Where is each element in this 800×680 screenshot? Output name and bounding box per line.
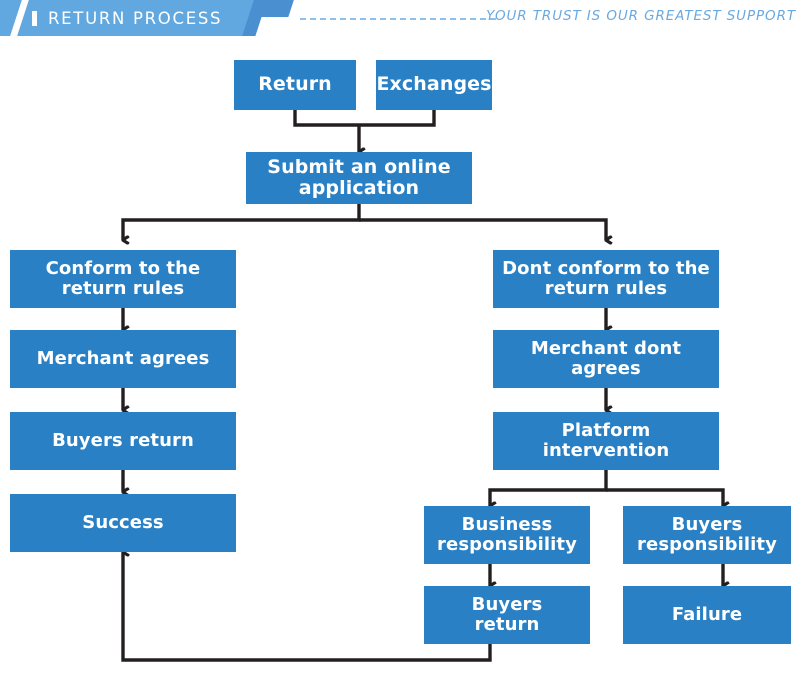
- node-label: Merchant agrees: [36, 347, 210, 369]
- node-label-line-1: Conform to the: [45, 257, 201, 279]
- node-label-line-1: Buyers: [671, 513, 743, 535]
- page-header: RETURN PROCESS YOUR TRUST IS OUR GREATES…: [0, 0, 800, 40]
- bullet-tick-icon: [32, 10, 37, 26]
- node-business-responsibility[interactable]: Business responsibility: [424, 506, 590, 564]
- node-label-line-1: Business: [461, 513, 553, 535]
- node-label-line-2: application: [298, 177, 420, 199]
- node-merchant-dont-agrees[interactable]: Merchant dont agrees: [493, 330, 719, 388]
- node-failure[interactable]: Failure: [623, 586, 791, 644]
- node-label: Merchant dont agrees: [530, 337, 682, 379]
- node-exchanges[interactable]: Exchanges: [376, 60, 492, 110]
- node-merchant-agrees[interactable]: Merchant agrees: [10, 330, 236, 388]
- node-success[interactable]: Success: [10, 494, 236, 552]
- node-buyers-return-right[interactable]: Buyers return: [424, 586, 590, 644]
- page-title: RETURN PROCESS: [48, 8, 223, 28]
- node-label-line-1: Dont conform to the: [502, 257, 710, 279]
- node-label: Failure: [671, 603, 743, 625]
- node-label-line-2: return rules: [61, 278, 185, 299]
- node-conform-to-return-rules[interactable]: Conform to the return rules: [10, 250, 236, 308]
- node-label-line-1: Submit an online: [267, 155, 451, 178]
- node-label-line-2: responsibility: [637, 534, 777, 555]
- node-label-line-2: intervention: [542, 440, 670, 461]
- node-label-line-2: return rules: [544, 278, 668, 299]
- return-process-flowchart: Return Exchanges Submit an online applic…: [0, 40, 800, 680]
- node-label-line-1: Buyers: [471, 593, 543, 615]
- node-buyers-responsibility[interactable]: Buyers responsibility: [623, 506, 791, 564]
- node-dont-conform-to-return-rules[interactable]: Dont conform to the return rules: [493, 250, 719, 308]
- node-platform-intervention[interactable]: Platform intervention: [493, 412, 719, 470]
- node-buyers-return-left[interactable]: Buyers return: [10, 412, 236, 470]
- header-banner-accent-cut: [254, 17, 308, 39]
- node-label: Return: [258, 73, 332, 96]
- header-title-group: RETURN PROCESS: [32, 0, 222, 36]
- node-label: Exchanges: [376, 73, 492, 96]
- node-label-line-1: Platform: [561, 419, 651, 441]
- node-return[interactable]: Return: [234, 60, 356, 110]
- node-submit-online-application[interactable]: Submit an online application: [246, 152, 472, 204]
- node-label-line-2: return: [474, 614, 540, 635]
- node-label-line-2: responsibility: [437, 534, 577, 555]
- node-label: Buyers return: [52, 429, 194, 451]
- header-dashed-rule: [300, 18, 496, 20]
- node-label: Success: [82, 511, 164, 533]
- header-tagline: YOUR TRUST IS OUR GREATEST SUPPORT: [486, 8, 796, 24]
